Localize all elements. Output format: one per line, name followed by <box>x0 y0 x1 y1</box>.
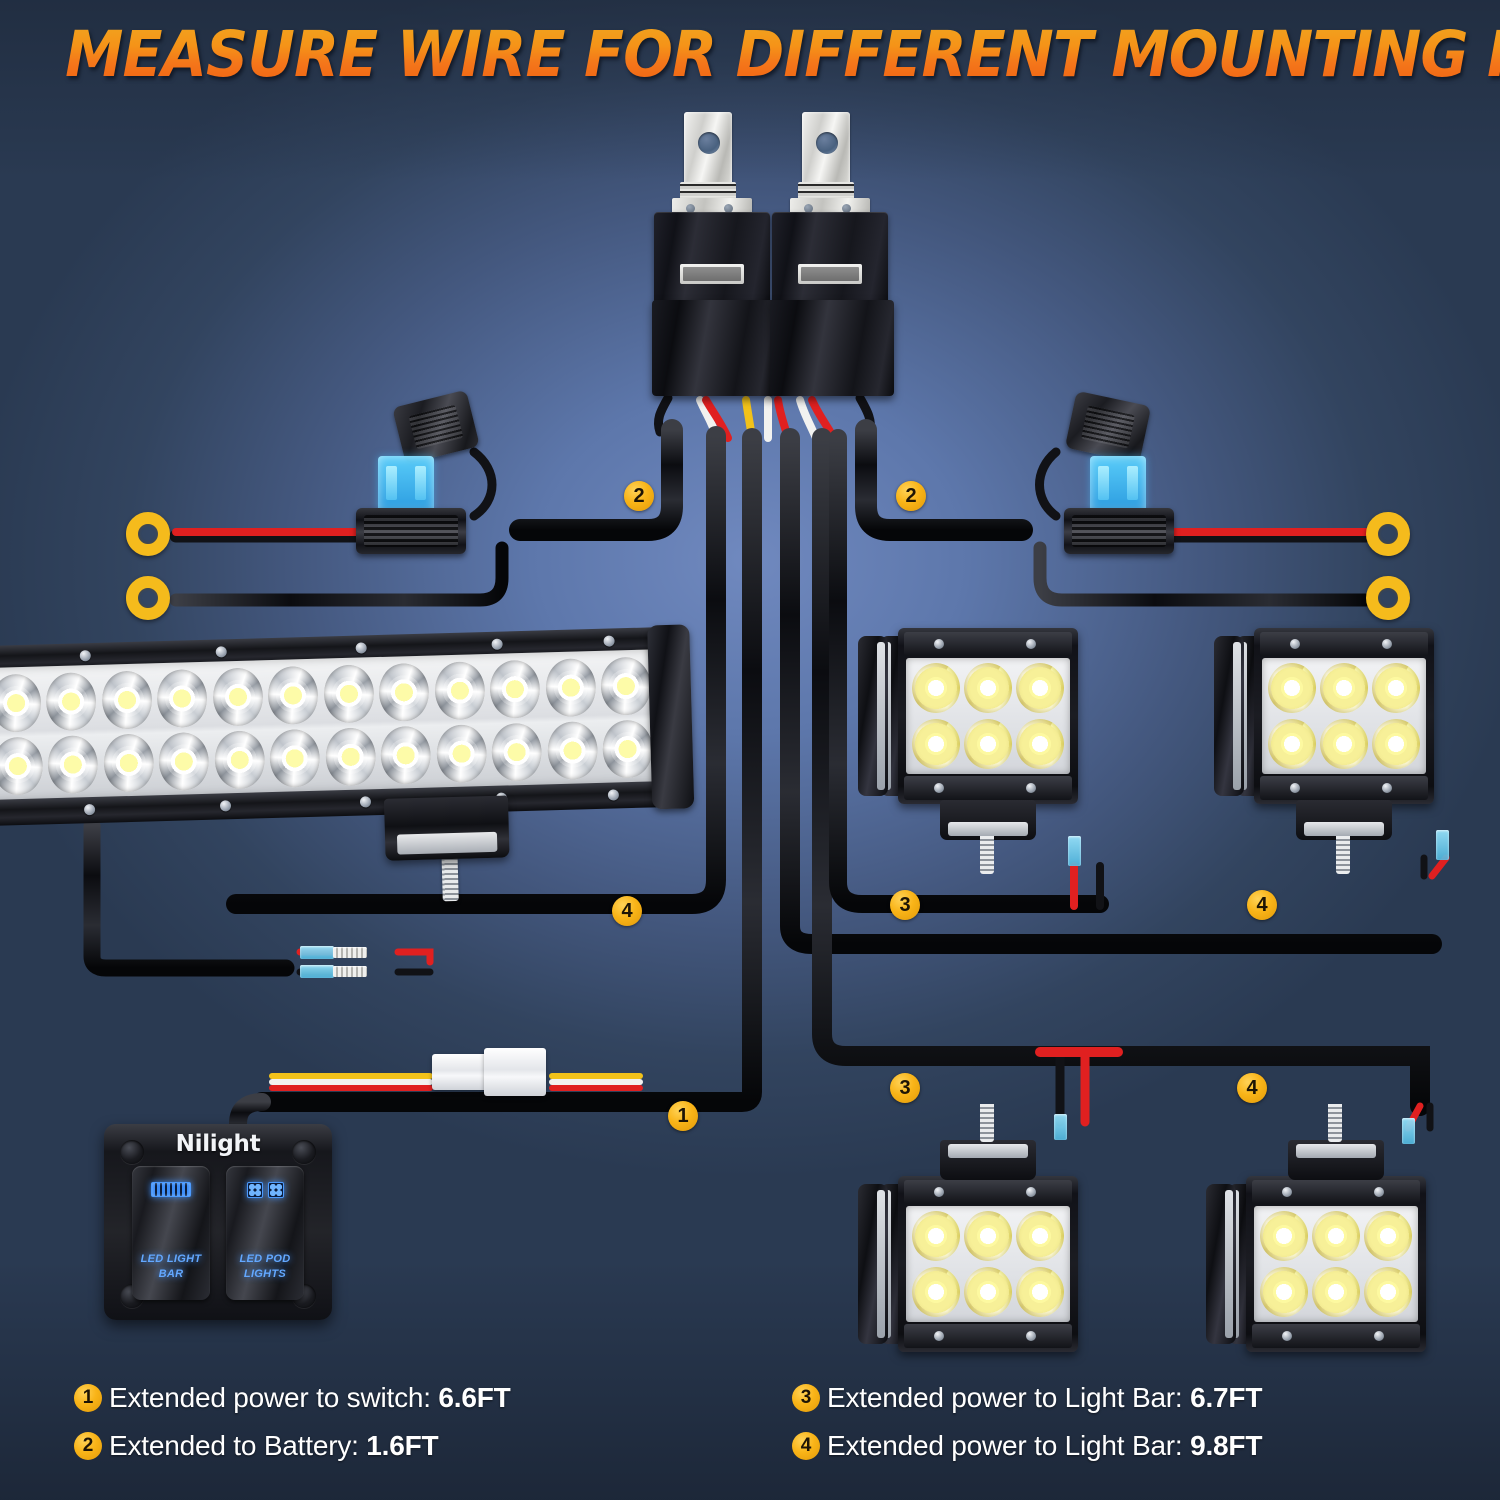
pod-mounting-bolt <box>980 1104 994 1142</box>
pod-mount <box>1288 1140 1384 1180</box>
callout-badge-4-pod-bottom: 4 <box>1237 1073 1267 1103</box>
pod-mounting-bolt <box>1328 1104 1342 1142</box>
legend-badge: 4 <box>792 1432 820 1460</box>
legend-badge: 3 <box>792 1384 820 1412</box>
legend-column-right: 3 Extended power to Light Bar: 6.7FT 4 E… <box>750 1382 1426 1478</box>
pod-lens <box>1254 1206 1418 1322</box>
pod-light-icon <box>226 1182 304 1198</box>
relay-label <box>680 264 744 284</box>
rocker-switch-light-bar[interactable]: LED LIGHT BAR <box>132 1166 210 1300</box>
pod-lens <box>906 1206 1070 1322</box>
legend-badge: 2 <box>74 1432 102 1460</box>
blade-fuse-icon <box>1090 456 1146 512</box>
legend-column-left: 1 Extended power to switch: 6.6FT 2 Exte… <box>74 1382 750 1478</box>
ring-terminal-positive-right <box>1366 512 1410 556</box>
relay-body <box>654 212 770 304</box>
light-bar-mounting-stud <box>441 854 459 902</box>
callout-badge-3-pod-top: 3 <box>890 890 920 920</box>
legend-item: 4 Extended power to Light Bar: 9.8FT <box>792 1430 1426 1462</box>
light-bar-end-cap <box>647 624 695 810</box>
callout-badge-2-left: 2 <box>624 481 654 511</box>
blade-fuse-icon <box>378 456 434 512</box>
brand-logo: Nilight <box>175 1131 261 1157</box>
relay-socket <box>652 300 776 396</box>
pod-mount <box>940 1140 1036 1180</box>
ring-terminal-negative-left <box>126 576 170 620</box>
relay-mounting-tab-icon <box>684 112 732 184</box>
pod-lens <box>906 658 1070 774</box>
legend-item: 2 Extended to Battery: 1.6FT <box>74 1430 750 1462</box>
legend-text: Extended power to Light Bar: 6.7FT <box>827 1382 1263 1413</box>
fuse-holder-body <box>356 508 466 554</box>
legend-item: 1 Extended power to switch: 6.6FT <box>74 1382 750 1414</box>
switch-panel[interactable]: Nilight LED LIGHT BAR LED POD LIGHTS <box>104 1124 332 1320</box>
relay-label <box>798 264 862 284</box>
legend-text: Extended to Battery: 1.6FT <box>109 1430 439 1461</box>
connector-male-half <box>484 1048 546 1096</box>
pod-mounting-bolt <box>1336 836 1350 874</box>
callout-badge-2-right: 2 <box>896 481 926 511</box>
pod-bracket-right <box>858 1184 888 1344</box>
relay-mounting-tab-icon <box>802 112 850 184</box>
multipin-connector <box>432 1048 552 1096</box>
relay-socket <box>770 300 894 396</box>
fuse-holder-body <box>1064 508 1174 554</box>
connector-female-half <box>432 1054 490 1090</box>
legend: 1 Extended power to switch: 6.6FT 2 Exte… <box>0 1382 1500 1478</box>
callout-badge-3-pod-bottom: 3 <box>890 1073 920 1103</box>
light-bar-icon <box>132 1182 210 1197</box>
legend-text: Extended power to Light Bar: 9.8FT <box>827 1430 1263 1461</box>
pod-bracket-right <box>858 636 888 796</box>
ring-terminal-negative-right <box>1366 576 1410 620</box>
pod-bracket-right <box>1206 1184 1236 1344</box>
legend-item: 3 Extended power to Light Bar: 6.7FT <box>792 1382 1426 1414</box>
legend-text: Extended power to switch: 6.6FT <box>109 1382 511 1413</box>
relay-neck <box>680 182 736 200</box>
pod-mount <box>940 800 1036 840</box>
rocker-switch-pod-lights[interactable]: LED POD LIGHTS <box>226 1166 304 1300</box>
rocker-label-light-bar: LED LIGHT BAR <box>140 1253 202 1280</box>
light-bar-mounting-bracket <box>383 795 510 861</box>
led-light-bar <box>0 624 695 902</box>
callout-badge-4-lightbar: 4 <box>612 896 642 926</box>
relay-body <box>772 212 888 304</box>
panel-screw-hole-tr <box>292 1140 316 1164</box>
pod-bracket-right <box>1214 636 1244 796</box>
pod-lens <box>1262 658 1426 774</box>
callout-badge-4-pod-top: 4 <box>1247 890 1277 920</box>
title-container: MEASURE WIRE FOR DIFFERENT MOUNTING POSI… <box>0 18 1500 91</box>
rocker-label-pod-lights: LED POD LIGHTS <box>239 1253 291 1280</box>
relay-neck <box>798 182 854 200</box>
page-title: MEASURE WIRE FOR DIFFERENT MOUNTING POSI… <box>65 18 1500 91</box>
pod-mount <box>1296 800 1392 840</box>
pod-mounting-bolt <box>980 836 994 874</box>
callout-badge-1-switch: 1 <box>668 1101 698 1131</box>
legend-badge: 1 <box>74 1384 102 1412</box>
panel-screw-hole-tl <box>120 1140 144 1164</box>
ring-terminal-positive-left <box>126 512 170 556</box>
light-bar-lens <box>0 649 660 802</box>
